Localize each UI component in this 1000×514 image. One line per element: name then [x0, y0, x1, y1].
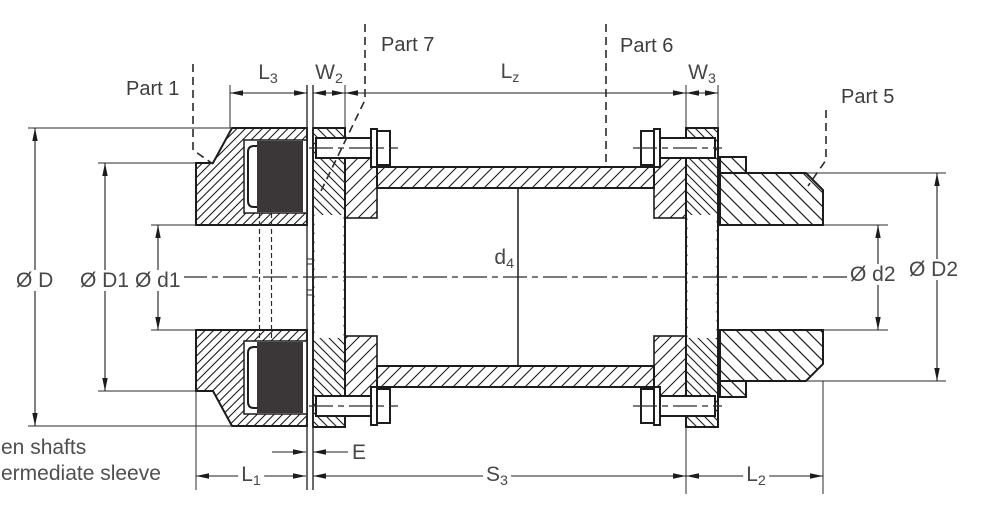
dim-L2-label: L2 [743, 464, 769, 489]
dim-d4-label: d4 [494, 246, 514, 272]
dim-L1-label: L1 [238, 464, 264, 489]
part6-label: Part 6 [620, 35, 674, 57]
part1-leader [192, 64, 214, 165]
elastomer-bottom [257, 342, 303, 413]
part-leader-lines [192, 24, 827, 194]
dim-D-label: Ø D [13, 270, 57, 291]
dim-Lz-label: Lz [500, 60, 520, 86]
right-hub [719, 156, 824, 398]
dim-S3-label: S3 [483, 464, 511, 489]
dim-W3-label: W3 [688, 61, 716, 87]
elastomer-top [257, 141, 303, 212]
legend-line-shafts: en shafts [1, 436, 87, 459]
legend-line-sleeve: ermediate sleeve [1, 462, 161, 485]
dim-E-label: E [352, 441, 367, 464]
dim-d2-label: Ø d2 [847, 264, 899, 285]
part5-leader [807, 110, 827, 187]
dim-W2-label: W2 [315, 61, 343, 87]
elastomer-elements [257, 141, 303, 413]
dim-D1-label: Ø D1 [77, 270, 133, 291]
dim-D2-label: Ø D2 [906, 259, 962, 280]
centerlines [183, 147, 848, 407]
part1-label: Part 1 [126, 78, 180, 100]
dim-d1-label: Ø d1 [132, 270, 184, 291]
dim-L3-label: L3 [258, 61, 278, 87]
part7-label: Part 7 [381, 34, 435, 56]
part5-label: Part 5 [841, 86, 895, 108]
part7-leader [319, 24, 366, 194]
